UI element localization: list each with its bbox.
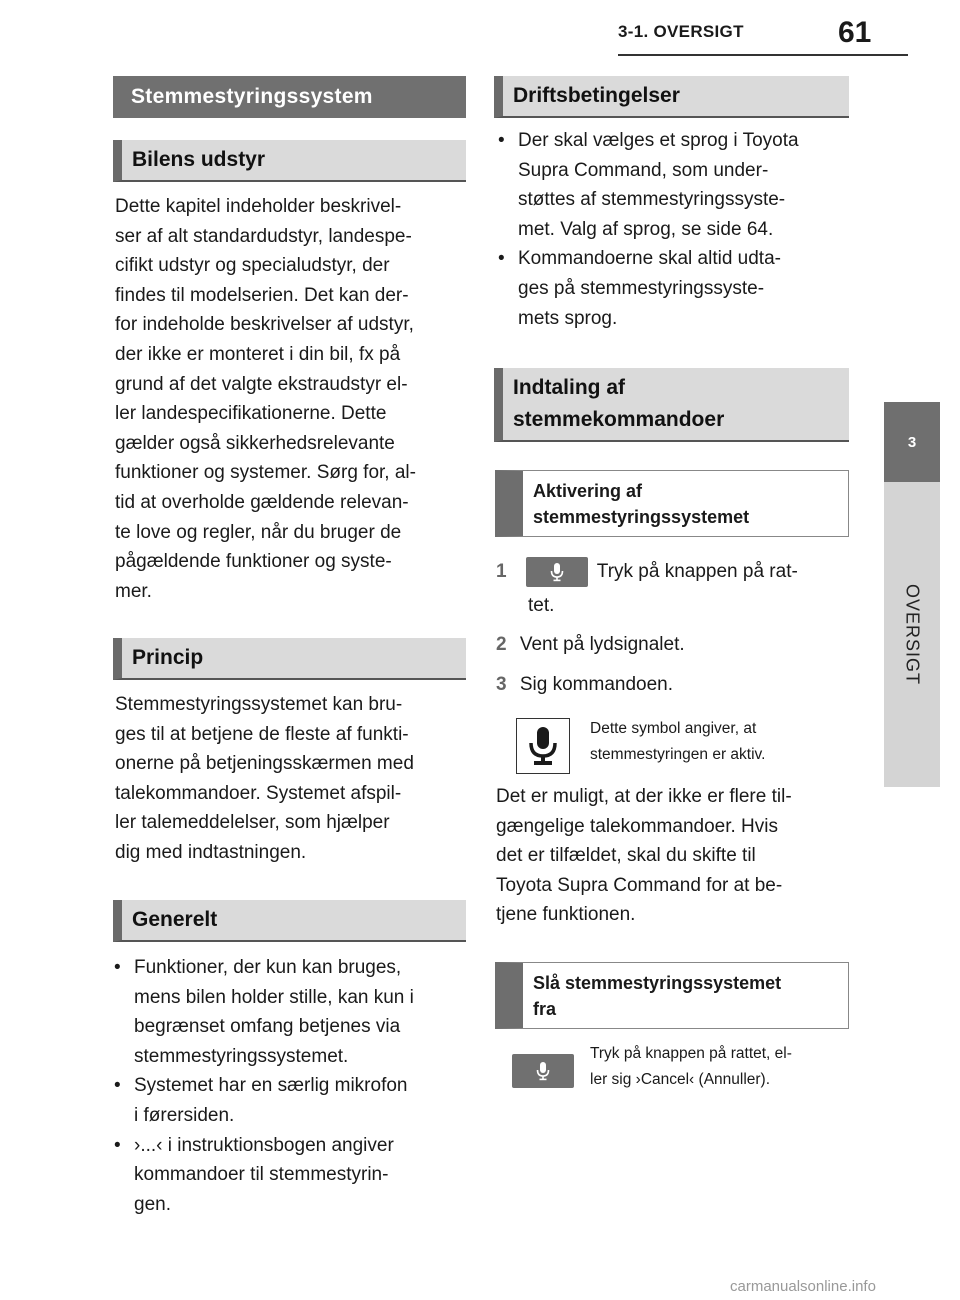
section-header: 3-1. OVERSIGT [618, 22, 744, 41]
bullet-list-generelt: Funktioner, der kun kan bruges,mens bile… [110, 953, 470, 1219]
step-1-continued: tet. [528, 595, 555, 616]
list-item: ›...‹ i instruktionsbogen angiverkommand… [110, 1131, 470, 1220]
paragraph-bilens-udstyr: Dette kapitel indeholder beskrivel-ser a… [115, 196, 416, 602]
header-rule [618, 54, 908, 56]
chapter-tab-label: OVERSIGT [902, 583, 923, 685]
note-cancel: Tryk på knappen på rattet, el-ler sig ›C… [590, 1045, 792, 1088]
heading-bilens-udstyr: Bilens udstyr [113, 140, 466, 182]
watermark: carmanualsonline.info [730, 1278, 876, 1295]
heading-driftsbetingelser: Driftsbetingelser [494, 76, 849, 118]
chapter-tab [884, 482, 940, 787]
microphone-large-icon [516, 718, 570, 774]
main-title: Stemmestyringssystem [113, 76, 466, 118]
page-number: 61 [838, 16, 872, 49]
list-item: Funktioner, der kun kan bruges,mens bile… [110, 953, 470, 1071]
heading-generelt: Generelt [113, 900, 466, 942]
step-3: 3 Sig kommandoen. [496, 674, 674, 695]
heading-princip: Princip [113, 638, 466, 680]
list-item: Kommandoerne skal altid udta-ges på stem… [494, 244, 854, 333]
paragraph-fallback: Det er muligt, at der ikke er flere til-… [496, 786, 792, 926]
chapter-tab-number: 3 [884, 402, 940, 482]
step-2: 2 Vent på lydsignalet. [496, 634, 685, 655]
microphone-icon [512, 1054, 574, 1088]
microphone-icon [525, 557, 588, 587]
paragraph-princip: Stemmestyringssystemet kan bru-ges til a… [115, 694, 414, 863]
step-1: 1 Tryk på knappen på rat- [496, 557, 856, 587]
